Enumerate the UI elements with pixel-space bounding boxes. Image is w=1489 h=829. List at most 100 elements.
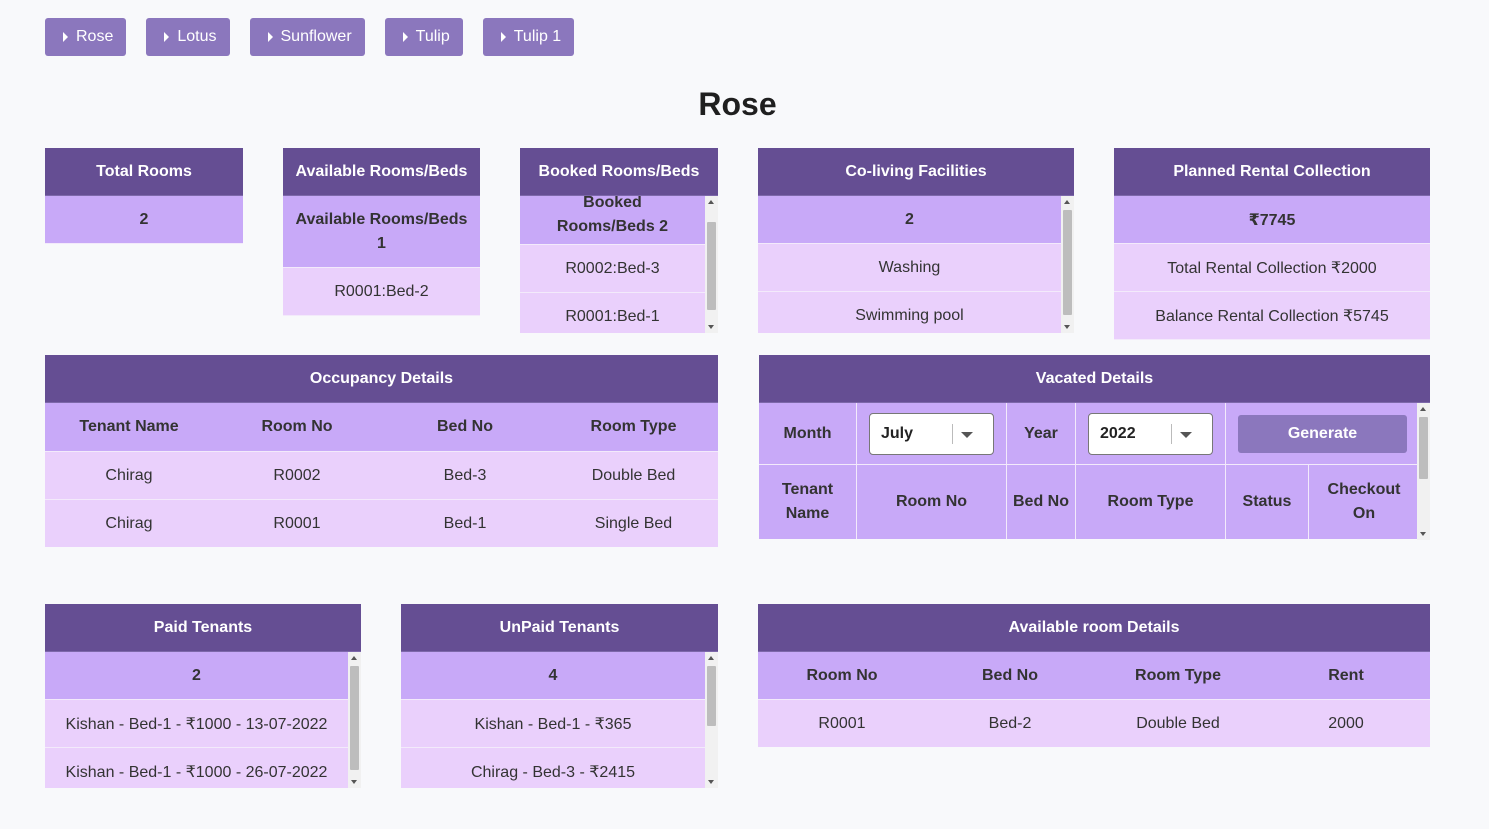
- column-header: Status: [1226, 465, 1308, 539]
- booked-rooms-value: Booked Rooms/Beds 2: [520, 196, 705, 245]
- column-header: Room No: [758, 652, 926, 699]
- generate-button[interactable]: Generate: [1238, 414, 1407, 453]
- paid-tenants-count: 2: [45, 652, 348, 700]
- list-item: Swimming pool: [758, 292, 1061, 333]
- scroll-thumb[interactable]: [1063, 210, 1072, 315]
- year-select[interactable]: 2022: [1088, 412, 1213, 455]
- table-cell: Double Bed: [1094, 700, 1262, 747]
- unpaid-tenants-list[interactable]: 4 Kishan - Bed-1 - ₹365 Chirag - Bed-3 -…: [401, 652, 718, 788]
- year-label: Year: [1007, 403, 1075, 464]
- table-cell: Single Bed: [549, 500, 718, 547]
- scroll-down-icon: [708, 780, 714, 784]
- available-rooms-value: Available Rooms/Beds 1: [283, 196, 480, 268]
- paid-tenants-list[interactable]: 2 Kishan - Bed-1 - ₹1000 - 13-07-2022 Ki…: [45, 652, 361, 788]
- rental-header: Planned Rental Collection: [1114, 148, 1430, 196]
- table-row: Chirag R0002 Bed-3 Double Bed: [45, 452, 718, 500]
- list-item: Kishan - Bed-1 - ₹365: [401, 700, 705, 748]
- scrollbar[interactable]: [348, 652, 361, 788]
- paid-tenants-card: Paid Tenants 2 Kishan - Bed-1 - ₹1000 - …: [45, 604, 361, 788]
- column-header: Checkout On: [1309, 465, 1419, 539]
- scroll-thumb[interactable]: [350, 666, 359, 770]
- booked-rooms-card: Booked Rooms/Beds Booked Rooms/Beds 2 R0…: [520, 148, 718, 333]
- column-header: Tenant Name: [45, 403, 213, 451]
- unpaid-tenants-count: 4: [401, 652, 705, 700]
- booked-rooms-list[interactable]: Booked Rooms/Beds 2 R0002:Bed-3 R0001:Be…: [520, 196, 718, 333]
- scroll-up-icon: [351, 656, 357, 660]
- scroll-down-icon: [351, 780, 357, 784]
- generate-cell: Generate: [1226, 403, 1419, 464]
- occupancy-header: Occupancy Details: [45, 355, 718, 403]
- paid-tenants-header: Paid Tenants: [45, 604, 361, 652]
- scroll-down-icon: [1064, 325, 1070, 329]
- scroll-thumb[interactable]: [707, 222, 716, 310]
- column-header: Room Type: [1076, 465, 1225, 539]
- occupancy-card: Occupancy Details Tenant Name Room No Be…: [45, 355, 718, 547]
- page-title: Rose: [698, 86, 777, 122]
- chevron-down-icon: [961, 431, 973, 438]
- column-header: Room No: [857, 465, 1006, 539]
- unpaid-tenants-card: UnPaid Tenants 4 Kishan - Bed-1 - ₹365 C…: [401, 604, 718, 788]
- unpaid-tenants-header: UnPaid Tenants: [401, 604, 718, 652]
- table-cell: Chirag: [45, 500, 213, 547]
- column-header: Room No: [213, 403, 381, 451]
- facilities-list[interactable]: 2 Washing Swimming pool: [758, 196, 1074, 333]
- month-select[interactable]: July: [869, 412, 994, 455]
- rental-total: Total Rental Collection ₹2000: [1114, 244, 1430, 292]
- scroll-thumb[interactable]: [1419, 417, 1428, 479]
- table-cell: R0001: [213, 500, 381, 547]
- column-header: Room Type: [1094, 652, 1262, 699]
- available-room-details-card: Available room Details Room No Bed No Ro…: [758, 604, 1430, 747]
- occupancy-table-header: Tenant Name Room No Bed No Room Type: [45, 403, 718, 452]
- table-cell: R0002: [213, 452, 381, 499]
- scrollbar[interactable]: [705, 652, 718, 788]
- available-rooms-card: Available Rooms/Beds Available Rooms/Bed…: [283, 148, 480, 316]
- year-select-cell: 2022: [1076, 403, 1225, 464]
- table-cell: Bed-1: [381, 500, 549, 547]
- vacated-header: Vacated Details: [759, 355, 1430, 403]
- facilities-card: Co-living Facilities 2 Washing Swimming …: [758, 148, 1074, 333]
- rental-card: Planned Rental Collection ₹7745 Total Re…: [1114, 148, 1430, 340]
- table-cell: Bed-2: [926, 700, 1094, 747]
- column-header: Room Type: [549, 403, 718, 451]
- scrollbar[interactable]: [1417, 403, 1430, 540]
- scroll-up-icon: [708, 200, 714, 204]
- scroll-thumb[interactable]: [707, 666, 716, 726]
- scroll-up-icon: [708, 656, 714, 660]
- rental-balance: Balance Rental Collection ₹5745: [1114, 292, 1430, 340]
- chevron-down-icon: [1180, 431, 1192, 438]
- caret-right-icon: [267, 32, 273, 42]
- tab-tulip-1[interactable]: Tulip 1: [482, 18, 575, 56]
- caret-right-icon: [402, 32, 408, 42]
- total-rooms-card: Total Rooms 2: [45, 148, 243, 244]
- tab-rose[interactable]: Rose: [45, 18, 127, 56]
- vacated-table[interactable]: Month July Year 2022: [759, 403, 1430, 540]
- scrollbar[interactable]: [705, 196, 718, 333]
- scroll-up-icon: [1064, 200, 1070, 204]
- total-rooms-value: 2: [45, 196, 243, 244]
- caret-right-icon: [63, 32, 68, 42]
- available-rooms-header: Available Rooms/Beds: [283, 148, 480, 196]
- scroll-down-icon: [1420, 532, 1426, 536]
- table-row: Chirag R0001 Bed-1 Single Bed: [45, 500, 718, 547]
- tab-tulip[interactable]: Tulip: [384, 18, 463, 56]
- caret-right-icon: [164, 32, 170, 42]
- column-header: Bed No: [926, 652, 1094, 699]
- facilities-header: Co-living Facilities: [758, 148, 1074, 196]
- scrollbar[interactable]: [1061, 196, 1074, 333]
- table-cell: R0001: [758, 700, 926, 747]
- table-cell: Double Bed: [549, 452, 718, 499]
- table-cell: Bed-3: [381, 452, 549, 499]
- scroll-down-icon: [708, 325, 714, 329]
- booked-rooms-header: Booked Rooms/Beds: [520, 148, 718, 196]
- list-item: Kishan - Bed-1 - ₹1000 - 26-07-2022: [45, 748, 348, 788]
- tab-lotus[interactable]: Lotus: [146, 18, 230, 56]
- month-select-cell: July: [857, 403, 1006, 464]
- column-header: Rent: [1262, 652, 1430, 699]
- select-divider: [952, 423, 953, 444]
- rental-planned-value: ₹7745: [1114, 196, 1430, 244]
- list-item: R0001:Bed-2: [283, 268, 480, 316]
- tab-sunflower[interactable]: Sunflower: [249, 18, 365, 56]
- month-label: Month: [759, 403, 856, 464]
- scroll-up-icon: [1420, 407, 1426, 411]
- property-tabs: Rose Lotus Sunflower Tulip Tulip 1: [45, 18, 594, 56]
